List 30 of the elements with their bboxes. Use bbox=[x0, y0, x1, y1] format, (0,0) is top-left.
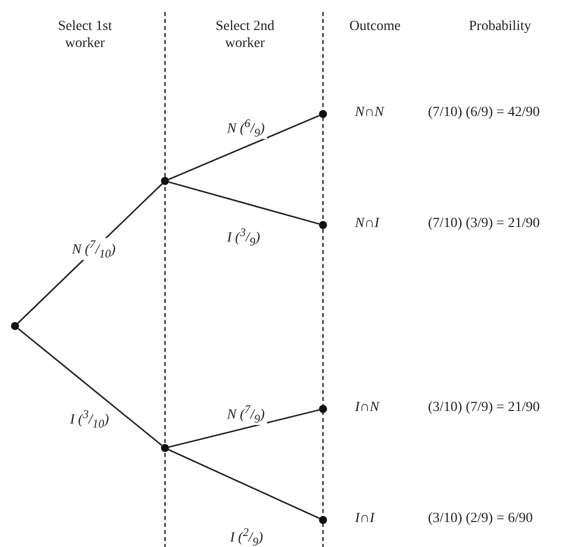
branch-point bbox=[319, 221, 327, 229]
edge-label: N ($^{7}$/$_{10}$) bbox=[70, 238, 118, 260]
tree-branch bbox=[168, 181, 320, 225]
edge-label: I ($^{3}$/$_{10}$) bbox=[68, 408, 111, 430]
branch-point bbox=[161, 444, 169, 452]
edge-label: I ($^{2}$/$_{9}$) bbox=[228, 526, 266, 547]
outcome-label: N∩I bbox=[355, 216, 380, 232]
column-heading: Select 1st worker bbox=[56, 18, 114, 52]
probability-formula: (3/10) (7/9) = 21/90 bbox=[428, 400, 540, 416]
probability-formula: (7/10) (6/9) = 42/90 bbox=[428, 105, 540, 121]
edge-label: N ($^{7}$/$_{9}$) bbox=[225, 403, 267, 426]
tree-branch bbox=[168, 448, 320, 520]
tree-branch bbox=[18, 328, 162, 446]
column-heading: Select 2nd worker bbox=[214, 18, 276, 52]
branch-point bbox=[161, 177, 169, 185]
branch-point bbox=[11, 322, 19, 330]
outcome-label: I∩N bbox=[355, 400, 380, 416]
branch-point bbox=[319, 110, 327, 118]
column-heading: Outcome bbox=[348, 18, 402, 35]
tree-branch bbox=[168, 114, 320, 180]
column-heading: Probability bbox=[468, 18, 532, 35]
probability-formula: (7/10) (3/9) = 21/90 bbox=[428, 216, 540, 232]
outcome-label: I∩I bbox=[355, 511, 374, 527]
edge-label: I ($^{3}$/$_{9}$) bbox=[225, 226, 262, 248]
branch-point bbox=[319, 516, 327, 524]
edge-label: N ($^{6}$/$_{9}$) bbox=[225, 117, 267, 140]
probability-formula: (3/10) (2/9) = 6/90 bbox=[428, 511, 533, 527]
tree-branch bbox=[168, 409, 320, 448]
branch-point bbox=[319, 405, 327, 413]
outcome-label: N∩N bbox=[355, 105, 384, 121]
